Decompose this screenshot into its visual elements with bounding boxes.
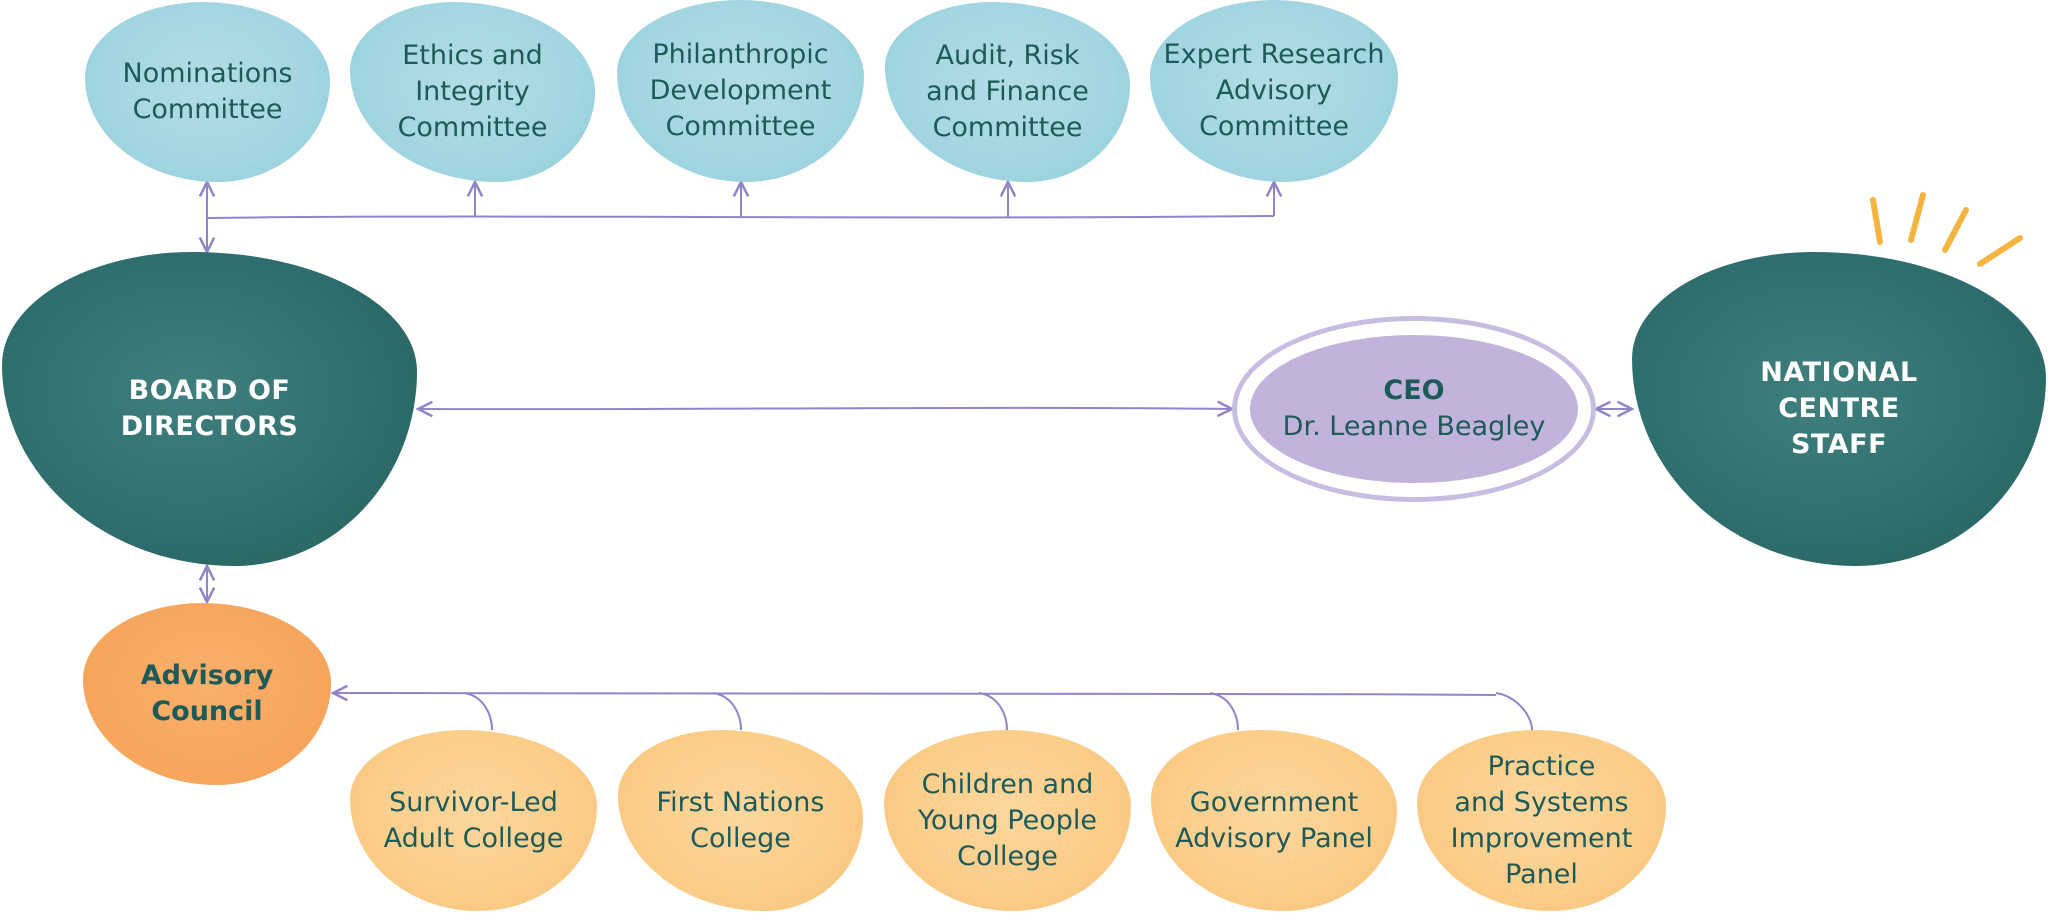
college-5-hook [1495,692,1533,731]
committee-label-line: Advisory [1215,75,1333,106]
college-label-line: College [690,822,791,854]
college-label-line: Advisory Panel [1175,822,1373,854]
committee-nominations: Nominations Committee [85,2,330,182]
practice-systems-improvement-panel: Practice and Systems Improvement Panel [1417,730,1666,911]
college-label-line: College [957,840,1058,872]
committee-label-line: Committee [1199,111,1349,142]
advisory-label-line: Advisory [140,660,274,691]
college-label-line: Children and [921,768,1094,800]
college-2-hook [712,692,742,731]
board-ceo-arrow [418,408,1232,409]
committee-label-line: Committee [932,112,1083,143]
college-4-hook [1209,692,1239,731]
board-label-line: BOARD OF [128,375,291,406]
ceo-title: CEO [1383,375,1445,406]
ceo-node: CEO Dr. Leanne Beagley [1250,335,1578,483]
burst-icon [1870,192,2023,267]
colleges-bus-line [333,693,1497,695]
staff-label-line: CENTRE [1778,393,1900,424]
college-label-line: Government [1189,786,1359,818]
college-1-hook [463,692,493,731]
committee-label-line: Integrity [415,76,530,107]
committee-expert-research-advisory: Expert Research Advisory Committee [1150,0,1398,182]
college-label-line: and Systems [1454,786,1629,818]
committee-philanthropic-development: Philanthropic Development Committee [617,0,864,182]
college-survivor-led-adult: Survivor-Led Adult College [350,730,597,911]
college-3-hook [978,692,1008,731]
college-label-line: Improvement [1450,822,1633,854]
committees-bus-line [206,215,1275,219]
college-label-line: Survivor-Led [389,786,558,818]
college-label-line: Young People [917,804,1098,836]
staff-label-line: NATIONAL [1760,357,1918,388]
board-label-line: DIRECTORS [120,411,299,442]
ceo-outer-ring [1232,316,1596,502]
college-label-line: Panel [1505,858,1578,890]
committee-label-line: Nominations [122,58,293,89]
college-first-nations: First Nations College [618,730,863,911]
committee-label-line: Committee [397,112,548,143]
advisory-council: Advisory Council [83,603,331,785]
committee-label-line: Development [649,75,832,106]
advisory-label-line: Council [151,696,263,727]
college-label-line: First Nations [656,786,825,818]
committee-ethics-integrity: Ethics and Integrity Committee [350,2,595,182]
committee-label-line: and Finance [926,76,1089,107]
college-label-line: Adult College [383,822,564,854]
committee-label-line: Expert Research [1163,39,1385,70]
committee-label-line: Philanthropic [652,39,829,70]
college-label-line: Practice [1487,750,1596,782]
ceo-name: Dr. Leanne Beagley [1282,411,1546,442]
committee-label-line: Committee [665,111,816,142]
college-children-young-people: Children and Young People College [884,730,1131,911]
committee-label-line: Ethics and [402,40,543,71]
committee-label-line: Audit, Risk [935,40,1080,71]
staff-label-line: STAFF [1790,429,1888,460]
committee-label-line: Committee [132,94,283,125]
